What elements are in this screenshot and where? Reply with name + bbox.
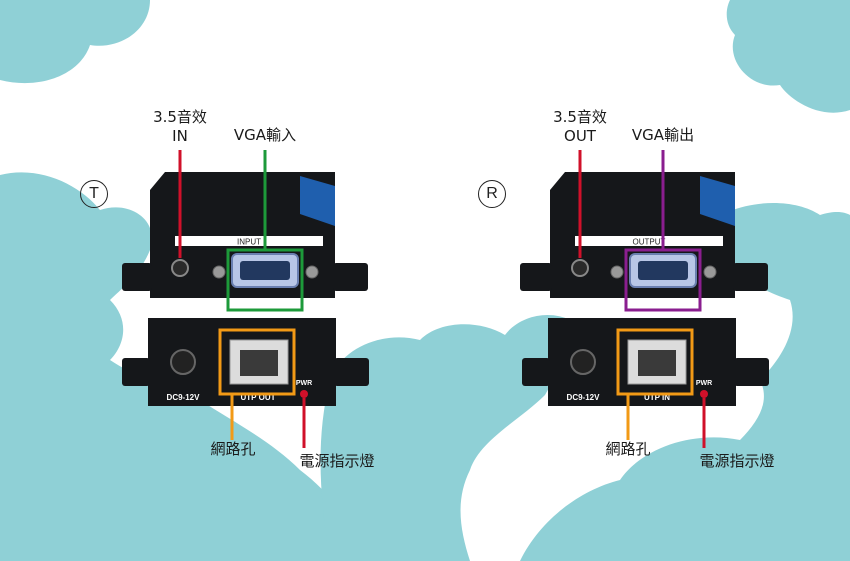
transmitter-label-strip (175, 236, 323, 246)
transmitter-power-led (300, 390, 308, 398)
transmitter-port-label: UTP OUT (241, 393, 276, 402)
transmitter-top-panel (150, 172, 335, 230)
tx-network-label: 網路孔 (210, 440, 256, 458)
receiver-panel-label: OUTPUT (633, 238, 666, 247)
receiver-rear-panel: DC9-12V UTP IN PWR (522, 318, 769, 406)
transmitter-dc-jack (170, 349, 196, 375)
transmitter-badge: T (80, 180, 108, 208)
receiver-bracket-left (520, 263, 552, 291)
transmitter-front-panel: INPUT (122, 228, 368, 298)
transmitter-rear-panel: DC9-12V UTP OUT PWR (122, 318, 369, 406)
receiver-label-strip (575, 236, 723, 246)
tx-network-callout-box (218, 328, 296, 396)
receiver-rj45-port (627, 339, 687, 385)
receiver-pwr-label: PWR (696, 380, 712, 387)
transmitter-power-input-label: DC9-12V (167, 393, 201, 402)
receiver-dc-jack (570, 349, 596, 375)
receiver-port-label: UTP IN (644, 393, 670, 402)
callouts (178, 150, 706, 448)
tx-vga-label: VGA輸入 (233, 126, 297, 144)
transmitter-bracket-left (122, 263, 152, 291)
rx-network-callout-box (616, 328, 694, 396)
receiver-top-panel (550, 172, 735, 230)
tx-audio-label: 3.5音效 IN (153, 108, 207, 145)
receiver-badge: R (478, 180, 506, 208)
rx-power-led-label: 電源指示燈 (699, 452, 775, 470)
cloud-top-right (726, 0, 850, 113)
transmitter-audio-jack (171, 259, 189, 277)
transmitter-panel-label: INPUT (237, 238, 261, 247)
transmitter-pwr-label: PWR (296, 380, 312, 387)
cloud-top-left (0, 0, 150, 84)
receiver-rear-bracket-right (734, 358, 769, 386)
transmitter-unit: INPUT DC9-12V UTP OUT PWR (122, 172, 369, 406)
tx-power-led-label: 電源指示燈 (299, 452, 375, 470)
receiver-front-panel: OUTPUT (520, 228, 768, 298)
cloud-right (520, 203, 850, 561)
receiver-power-input-label: DC9-12V (567, 393, 601, 402)
receiver-side-stripe (700, 176, 735, 226)
receiver-audio-jack (571, 259, 589, 277)
transmitter-rear-bracket-right (334, 358, 369, 386)
rx-audio-label: 3.5音效 OUT (553, 108, 607, 145)
receiver-rear-bracket-left (522, 358, 550, 386)
receiver-unit: OUTPUT DC9-12V UTP IN PWR (520, 172, 769, 406)
transmitter-side-stripe (300, 176, 335, 226)
cloud-center (320, 315, 570, 561)
transmitter-rear-bracket-left (122, 358, 150, 386)
transmitter-bracket-right (333, 263, 368, 291)
receiver-bracket-right (733, 263, 768, 291)
rx-vga-label: VGA輸出 (631, 126, 695, 144)
rx-network-label: 網路孔 (605, 440, 651, 458)
cloud-left (0, 172, 380, 561)
receiver-power-led (700, 390, 708, 398)
